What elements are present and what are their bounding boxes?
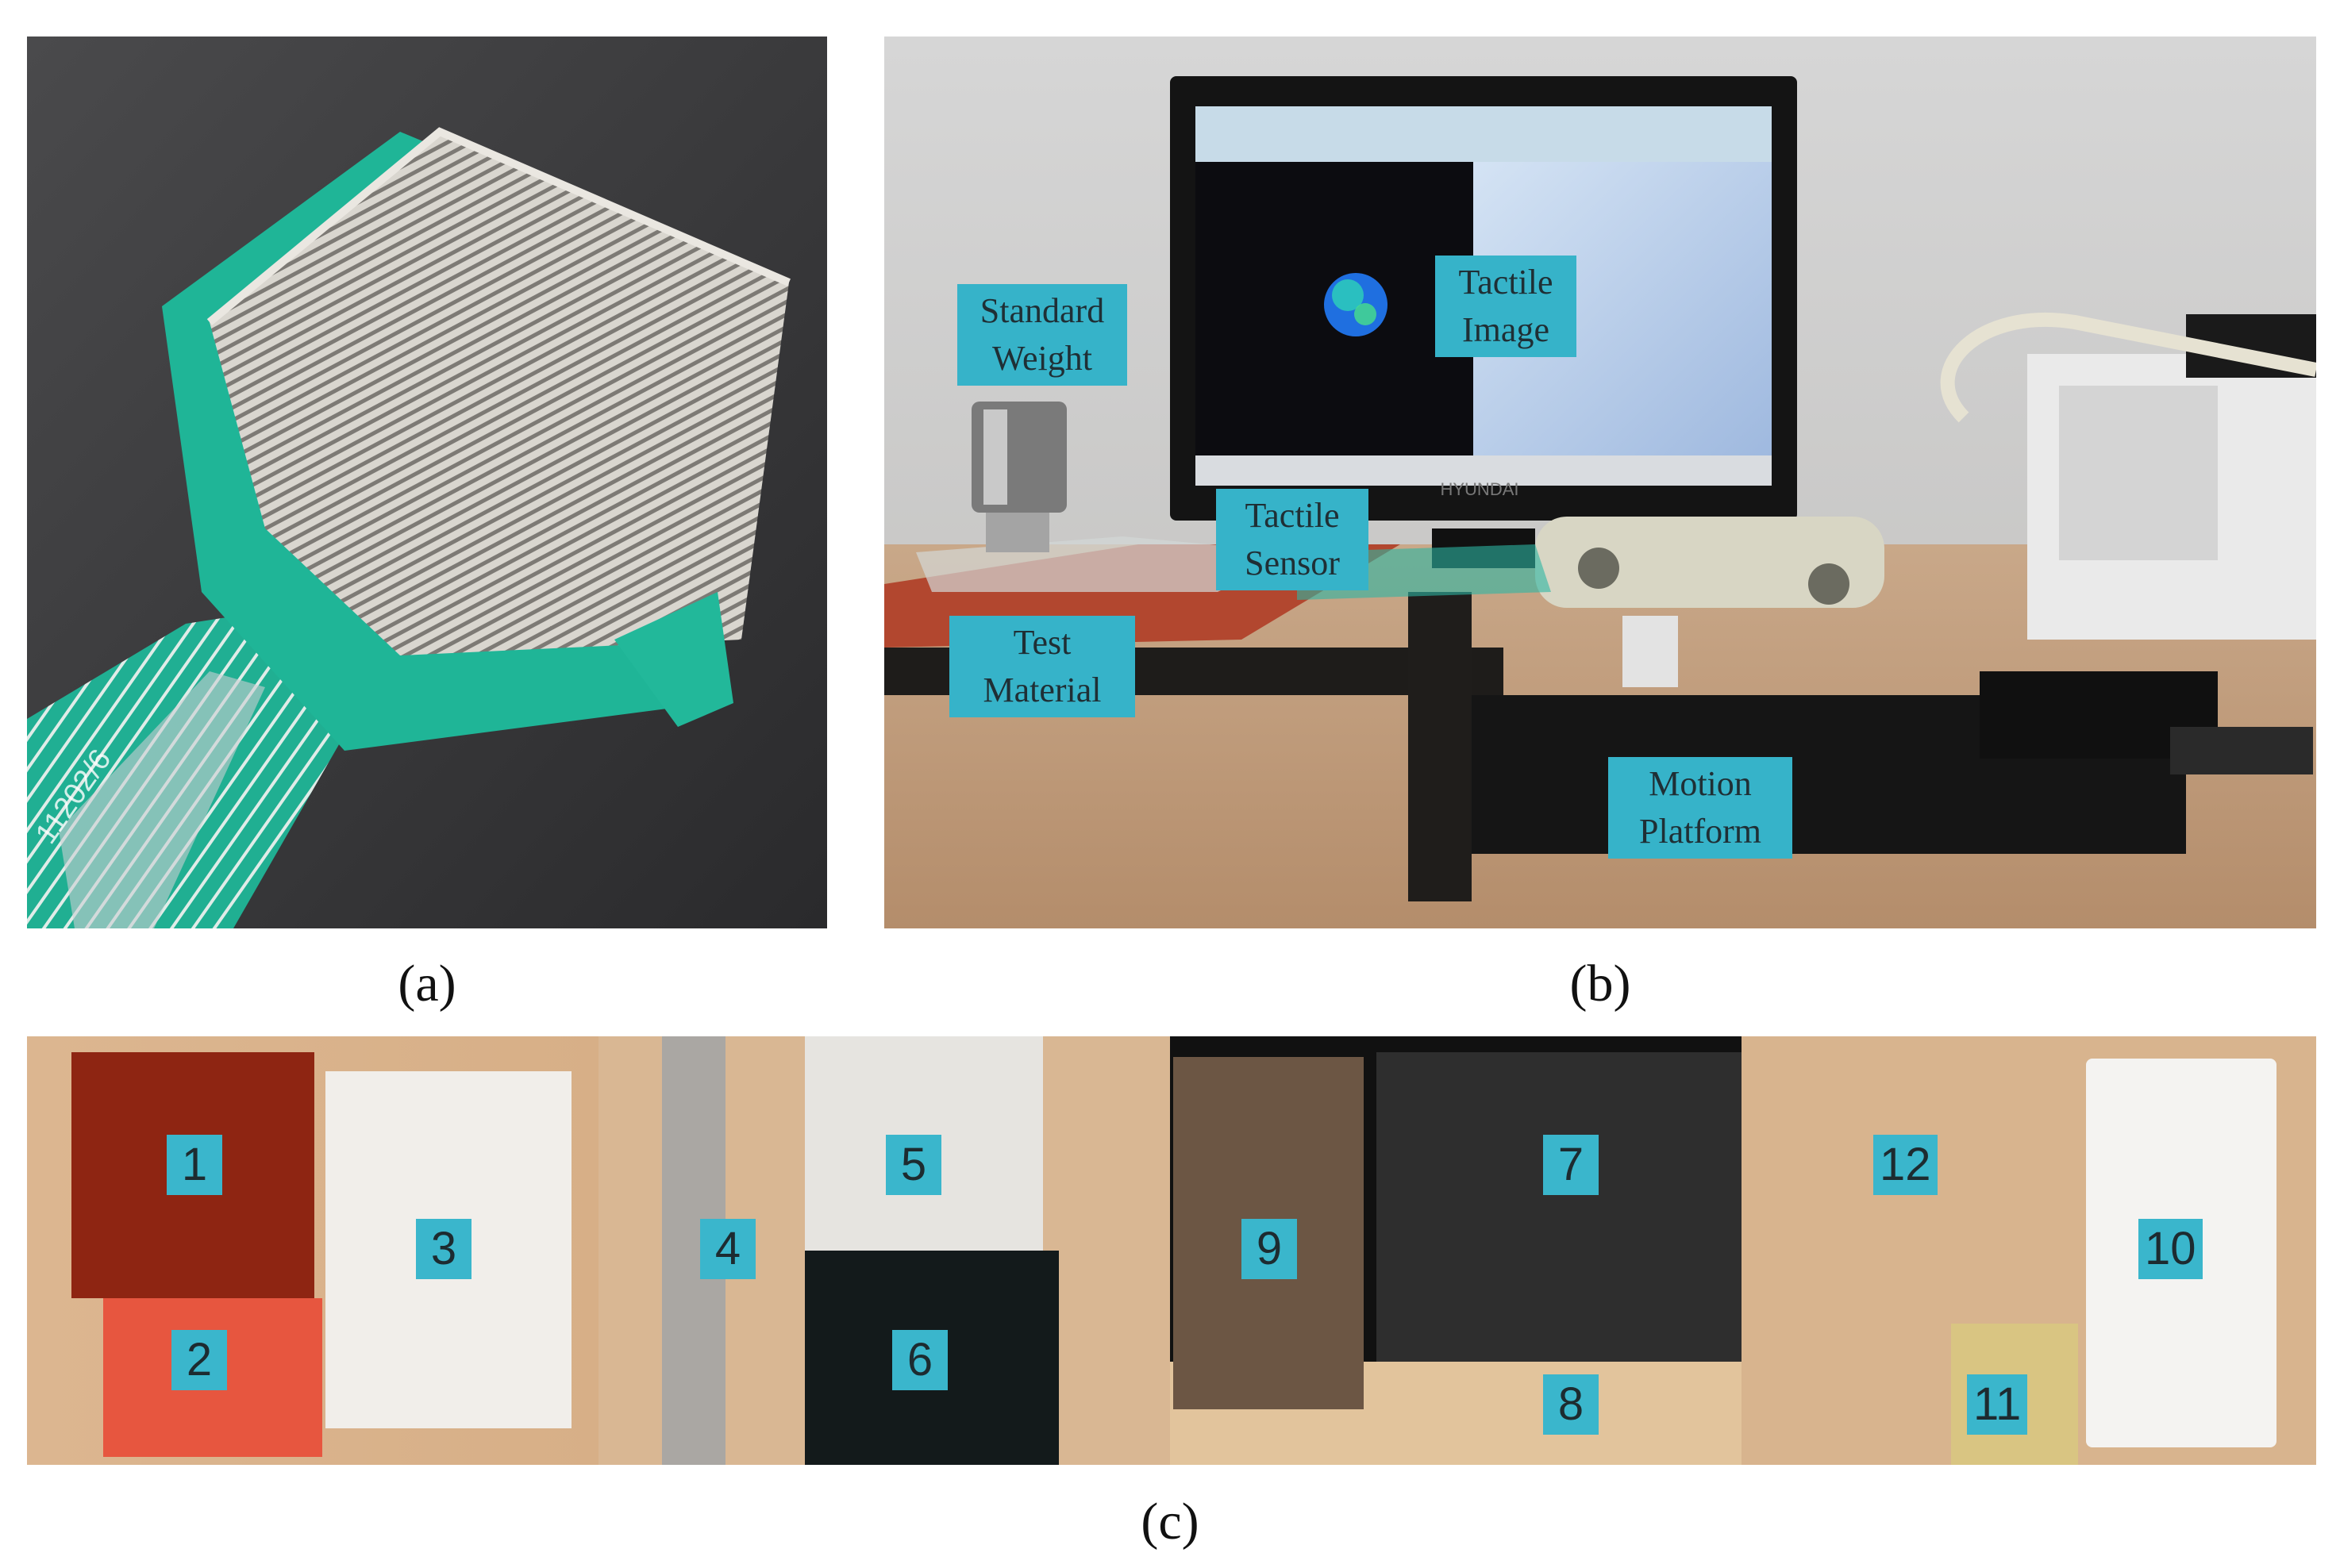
label-line: Motion <box>1649 764 1752 803</box>
material-label-1: 1 <box>167 1135 222 1195</box>
label-line: Tactile <box>1458 263 1553 302</box>
material-label-6: 6 <box>892 1330 948 1390</box>
material-label-12: 12 <box>1873 1135 1938 1195</box>
material-label-2: 2 <box>171 1330 227 1390</box>
label-line: Material <box>983 671 1102 709</box>
label-line: Standard <box>979 291 1105 330</box>
label-tactile-sensor: Tactile Sensor <box>1216 489 1368 590</box>
label-tactile-image: Tactile Image <box>1435 256 1576 357</box>
label-line: Weight <box>992 339 1092 378</box>
label-line: Sensor <box>1245 544 1340 582</box>
setup-scene <box>884 37 2316 928</box>
panel-a-sensor-photo: 11202/6 <box>27 37 827 928</box>
label-standard-weight: Standard Weight <box>957 284 1127 386</box>
material-label-11: 11 <box>1967 1374 2028 1435</box>
label-line: Platform <box>1639 812 1761 851</box>
caption-a: (a) <box>398 955 456 1013</box>
label-test-material: Test Material <box>949 616 1135 717</box>
label-line: Test <box>1013 623 1072 662</box>
label-line: Tactile <box>1245 496 1340 535</box>
material-label-8: 8 <box>1543 1374 1599 1435</box>
material-label-9: 9 <box>1241 1219 1297 1279</box>
material-label-4: 4 <box>700 1219 756 1279</box>
material-label-7: 7 <box>1543 1135 1599 1195</box>
material-label-10: 10 <box>2138 1219 2203 1279</box>
standard-weight <box>972 402 1067 552</box>
panel-c-test-materials: 1 2 3 4 5 6 7 8 9 10 11 12 <box>27 1036 2316 1465</box>
caption-b: (b) <box>1569 955 1631 1013</box>
monitor-brand: HYUNDAI <box>1440 479 1519 499</box>
flexible-tactile-sensor-illustration: 11202/6 <box>27 37 827 928</box>
materials-scene <box>27 1036 2316 1465</box>
tactile-sensor-device <box>1535 517 1884 687</box>
caption-c: (c) <box>1141 1493 1199 1551</box>
label-line: Image <box>1462 310 1549 349</box>
material-label-3: 3 <box>416 1219 471 1279</box>
panel-b-experiment-setup: Standard Weight Tactile Image Tactile Se… <box>884 37 2316 928</box>
material-label-5: 5 <box>886 1135 941 1195</box>
label-motion-platform: Motion Platform <box>1608 757 1792 859</box>
